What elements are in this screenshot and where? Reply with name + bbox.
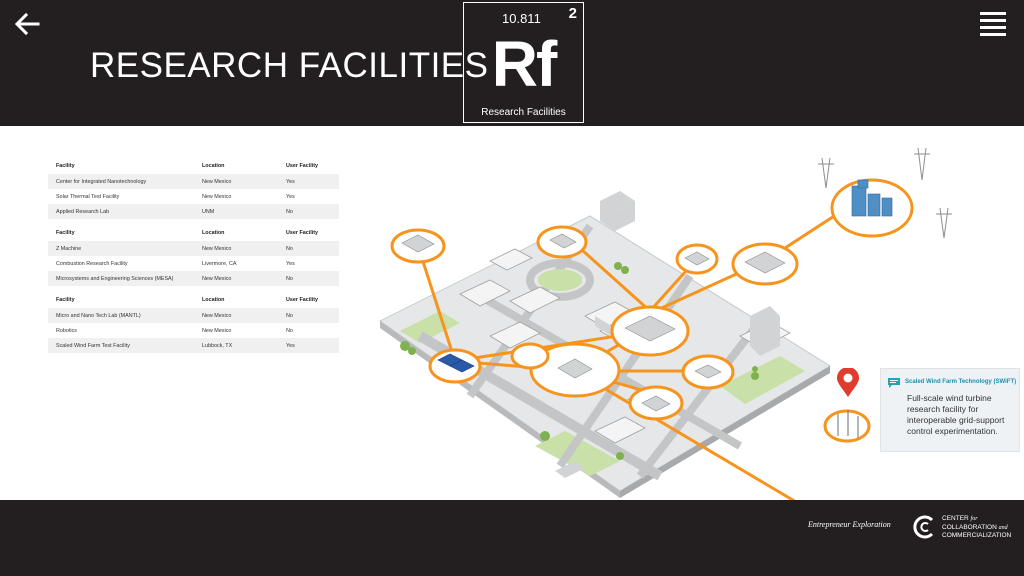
column-header: Location bbox=[202, 163, 225, 169]
element-tile: 10.811 2 Rf Research Facilities bbox=[463, 2, 584, 123]
table-cell: New Mexico bbox=[202, 245, 232, 252]
table-cell: No bbox=[286, 312, 293, 319]
table-cell: Robotics bbox=[56, 327, 77, 334]
table-cell: No bbox=[286, 208, 293, 215]
table-cell: UNM bbox=[202, 208, 215, 215]
menu-button[interactable] bbox=[980, 12, 1006, 36]
table-row[interactable]: Microsystems and Engineering Sciences (M… bbox=[48, 271, 339, 286]
table-row[interactable]: Micro and Nano Tech Lab (MANTL) New Mexic… bbox=[48, 308, 339, 323]
map-pin-icon[interactable] bbox=[836, 368, 860, 398]
cc-logo-icon bbox=[913, 515, 934, 539]
column-header: Facility bbox=[56, 163, 75, 169]
column-header: User Facility bbox=[286, 163, 319, 169]
table-row[interactable]: Combustion Research Facility Livermore, C… bbox=[48, 256, 339, 271]
table-cell: Solar Thermal Test Facility bbox=[56, 193, 120, 200]
table-cell: New Mexico bbox=[202, 275, 232, 282]
table-cell: Yes bbox=[286, 260, 295, 267]
column-header: Facility bbox=[56, 230, 75, 236]
column-header: User Facility bbox=[286, 230, 319, 236]
element-name: Research Facilities bbox=[481, 107, 566, 118]
table-cell: Yes bbox=[286, 342, 295, 349]
cc-logo: CENTER for COLLABORATION and COMMERCIALI… bbox=[912, 514, 1022, 540]
column-header: Facility bbox=[56, 297, 75, 303]
table-cell: Livermore, CA bbox=[202, 260, 237, 267]
table-cell: Lubbock, TX bbox=[202, 342, 233, 349]
table-row[interactable]: Z Machine New Mexico No bbox=[48, 241, 339, 256]
table-row[interactable]: Center for Integrated Nanotechnology New … bbox=[48, 174, 339, 189]
table-cell: No bbox=[286, 327, 293, 334]
table-row[interactable]: Applied Research Lab UNM No bbox=[48, 204, 339, 219]
cc-logo-text: CENTER for COLLABORATION and COMMERCIALI… bbox=[942, 515, 1012, 539]
table-cell: Yes bbox=[286, 193, 295, 200]
table-cell: No bbox=[286, 245, 293, 252]
element-symbol: Rf bbox=[491, 28, 558, 100]
column-header: Location bbox=[202, 297, 225, 303]
chat-bubble-icon bbox=[888, 378, 900, 388]
facility-info-card[interactable]: Scaled Wind Farm Technology (SWiFT) Full… bbox=[880, 368, 1020, 452]
table-header-row: Facility Location User Facility bbox=[48, 158, 339, 174]
table-cell: Scaled Wind Farm Test Facility bbox=[56, 342, 130, 349]
footer-bar: Entrepreneur Exploration CENTER for COLL… bbox=[0, 500, 1024, 576]
info-card-title: Scaled Wind Farm Technology (SWiFT) bbox=[905, 379, 1017, 385]
back-button[interactable] bbox=[12, 10, 44, 38]
footer-tagline: Entrepreneur Exploration bbox=[808, 520, 891, 529]
table-header-row: Facility Location User Facility bbox=[48, 292, 339, 308]
facility-map bbox=[360, 146, 960, 500]
header-bar: RESEARCH FACILITIES 10.811 2 Rf Research… bbox=[0, 0, 1024, 126]
table-cell: No bbox=[286, 275, 293, 282]
table-header-row: Facility Location User Facility bbox=[48, 225, 339, 241]
element-mass: 10.811 bbox=[502, 11, 541, 26]
table-cell: Applied Research Lab bbox=[56, 208, 110, 215]
column-header: User Facility bbox=[286, 297, 319, 303]
table-cell: Combustion Research Facility bbox=[56, 260, 128, 267]
column-header: Location bbox=[202, 230, 225, 236]
arrow-left-icon bbox=[14, 12, 40, 36]
hamburger-menu-icon bbox=[980, 12, 1006, 36]
table-cell: Micro and Nano Tech Lab (MANTL) bbox=[56, 312, 141, 319]
table-cell: New Mexico bbox=[202, 193, 232, 200]
table-cell: Z Machine bbox=[56, 245, 82, 252]
info-card-body: Full-scale wind turbine research facilit… bbox=[907, 393, 1005, 436]
table-row[interactable]: Solar Thermal Test Facility New Mexico Yes bbox=[48, 189, 339, 204]
table-cell: New Mexico bbox=[202, 178, 232, 185]
table-cell: New Mexico bbox=[202, 312, 232, 319]
table-row[interactable]: Robotics New Mexico No bbox=[48, 323, 339, 338]
table-cell: Center for Integrated Nanotechnology bbox=[56, 178, 147, 185]
isometric-campus-illustration bbox=[379, 147, 952, 500]
table-row[interactable]: Scaled Wind Farm Test Facility Lubbock, T… bbox=[48, 338, 339, 353]
table-cell: Yes bbox=[286, 178, 295, 185]
table-cell: New Mexico bbox=[202, 327, 232, 334]
page-title: RESEARCH FACILITIES bbox=[90, 46, 489, 85]
element-number: 2 bbox=[568, 5, 577, 22]
table-cell: Microsystems and Engineering Sciences (M… bbox=[56, 275, 174, 282]
